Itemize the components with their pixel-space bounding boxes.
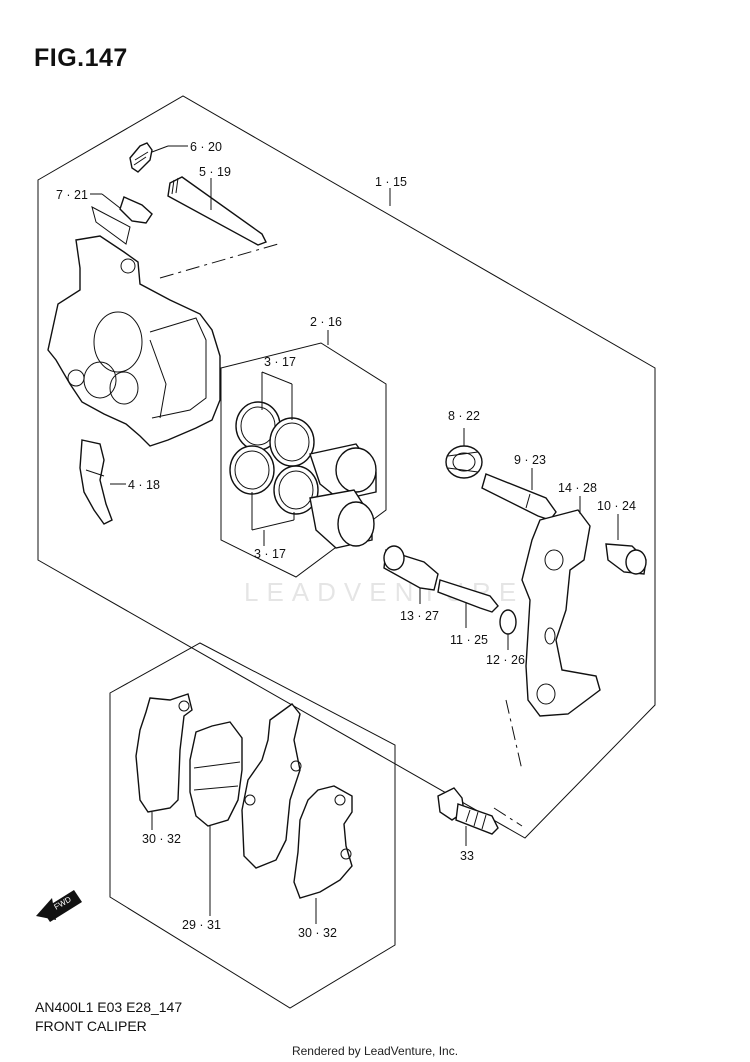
callout-3-17-lower: 3 · 17 (254, 547, 286, 561)
brake-pad-shim-left (135, 693, 193, 813)
slide-pin-part (167, 176, 267, 246)
bracket-slide-pin-part (481, 473, 557, 521)
brake-pad-right (293, 785, 353, 899)
callout-14-28: 14 · 28 (558, 481, 597, 495)
slide-bushing-part (383, 545, 439, 591)
leader-lines (90, 145, 619, 924)
figure-title: FIG.147 (34, 44, 128, 72)
callout-5-19: 5 · 19 (199, 165, 231, 179)
washer-part (499, 609, 517, 635)
pad-set-outline (109, 642, 396, 1009)
callout-33: 33 (460, 849, 474, 863)
caliper-pistons (309, 443, 377, 549)
pad-spring-part (79, 439, 113, 525)
callout-3-17-upper: 3 · 17 (264, 355, 296, 369)
callout-29-31: 29 · 31 (182, 918, 221, 932)
callout-13-27: 13 · 27 (400, 609, 439, 623)
slide-pin-boot-part (445, 445, 483, 479)
callout-8-22: 8 · 22 (448, 409, 480, 423)
mounting-bolt-part (437, 787, 499, 835)
callout-9-23: 9 · 23 (514, 453, 546, 467)
callout-1-15: 1 · 15 (375, 175, 407, 189)
bleeder-cap-part (91, 196, 153, 245)
forward-direction-icon: FWD (36, 890, 82, 922)
rendered-by-footer: Rendered by LeadVenture, Inc. (291, 1044, 459, 1058)
caliper-assembly-outline (37, 95, 656, 839)
callout-10-24: 10 · 24 (597, 499, 636, 513)
callout-30-32-right: 30 · 32 (298, 926, 337, 940)
callout-7-21: 7 · 21 (56, 188, 88, 202)
model-code-caption: AN400L1 E03 E28_147 (35, 999, 183, 1015)
section-name-caption: FRONT CALIPER (35, 1018, 147, 1034)
callout-11-25: 11 · 25 (450, 633, 488, 647)
brake-pad-shim-right (241, 703, 302, 869)
caliper-body-part (47, 235, 221, 447)
brake-pad-left (189, 721, 243, 827)
bracket-boot-part (605, 543, 647, 575)
callout-30-32-left: 30 · 32 (142, 832, 181, 846)
callout-6-20: 6 · 20 (190, 140, 222, 154)
callout-labels: 6 · 20 5 · 19 7 · 21 1 · 15 2 · 16 3 · 1… (56, 140, 636, 940)
seal-kit-outline (220, 342, 387, 578)
callout-2-16: 2 · 16 (310, 315, 342, 329)
callout-4-18: 4 · 18 (128, 478, 160, 492)
piston-seal-rings (229, 401, 319, 515)
bleeder-screw-part (129, 142, 153, 173)
caliper-bracket-part (521, 509, 601, 717)
slide-bolt-part (437, 579, 499, 613)
callout-12-26: 12 · 26 (486, 653, 525, 667)
